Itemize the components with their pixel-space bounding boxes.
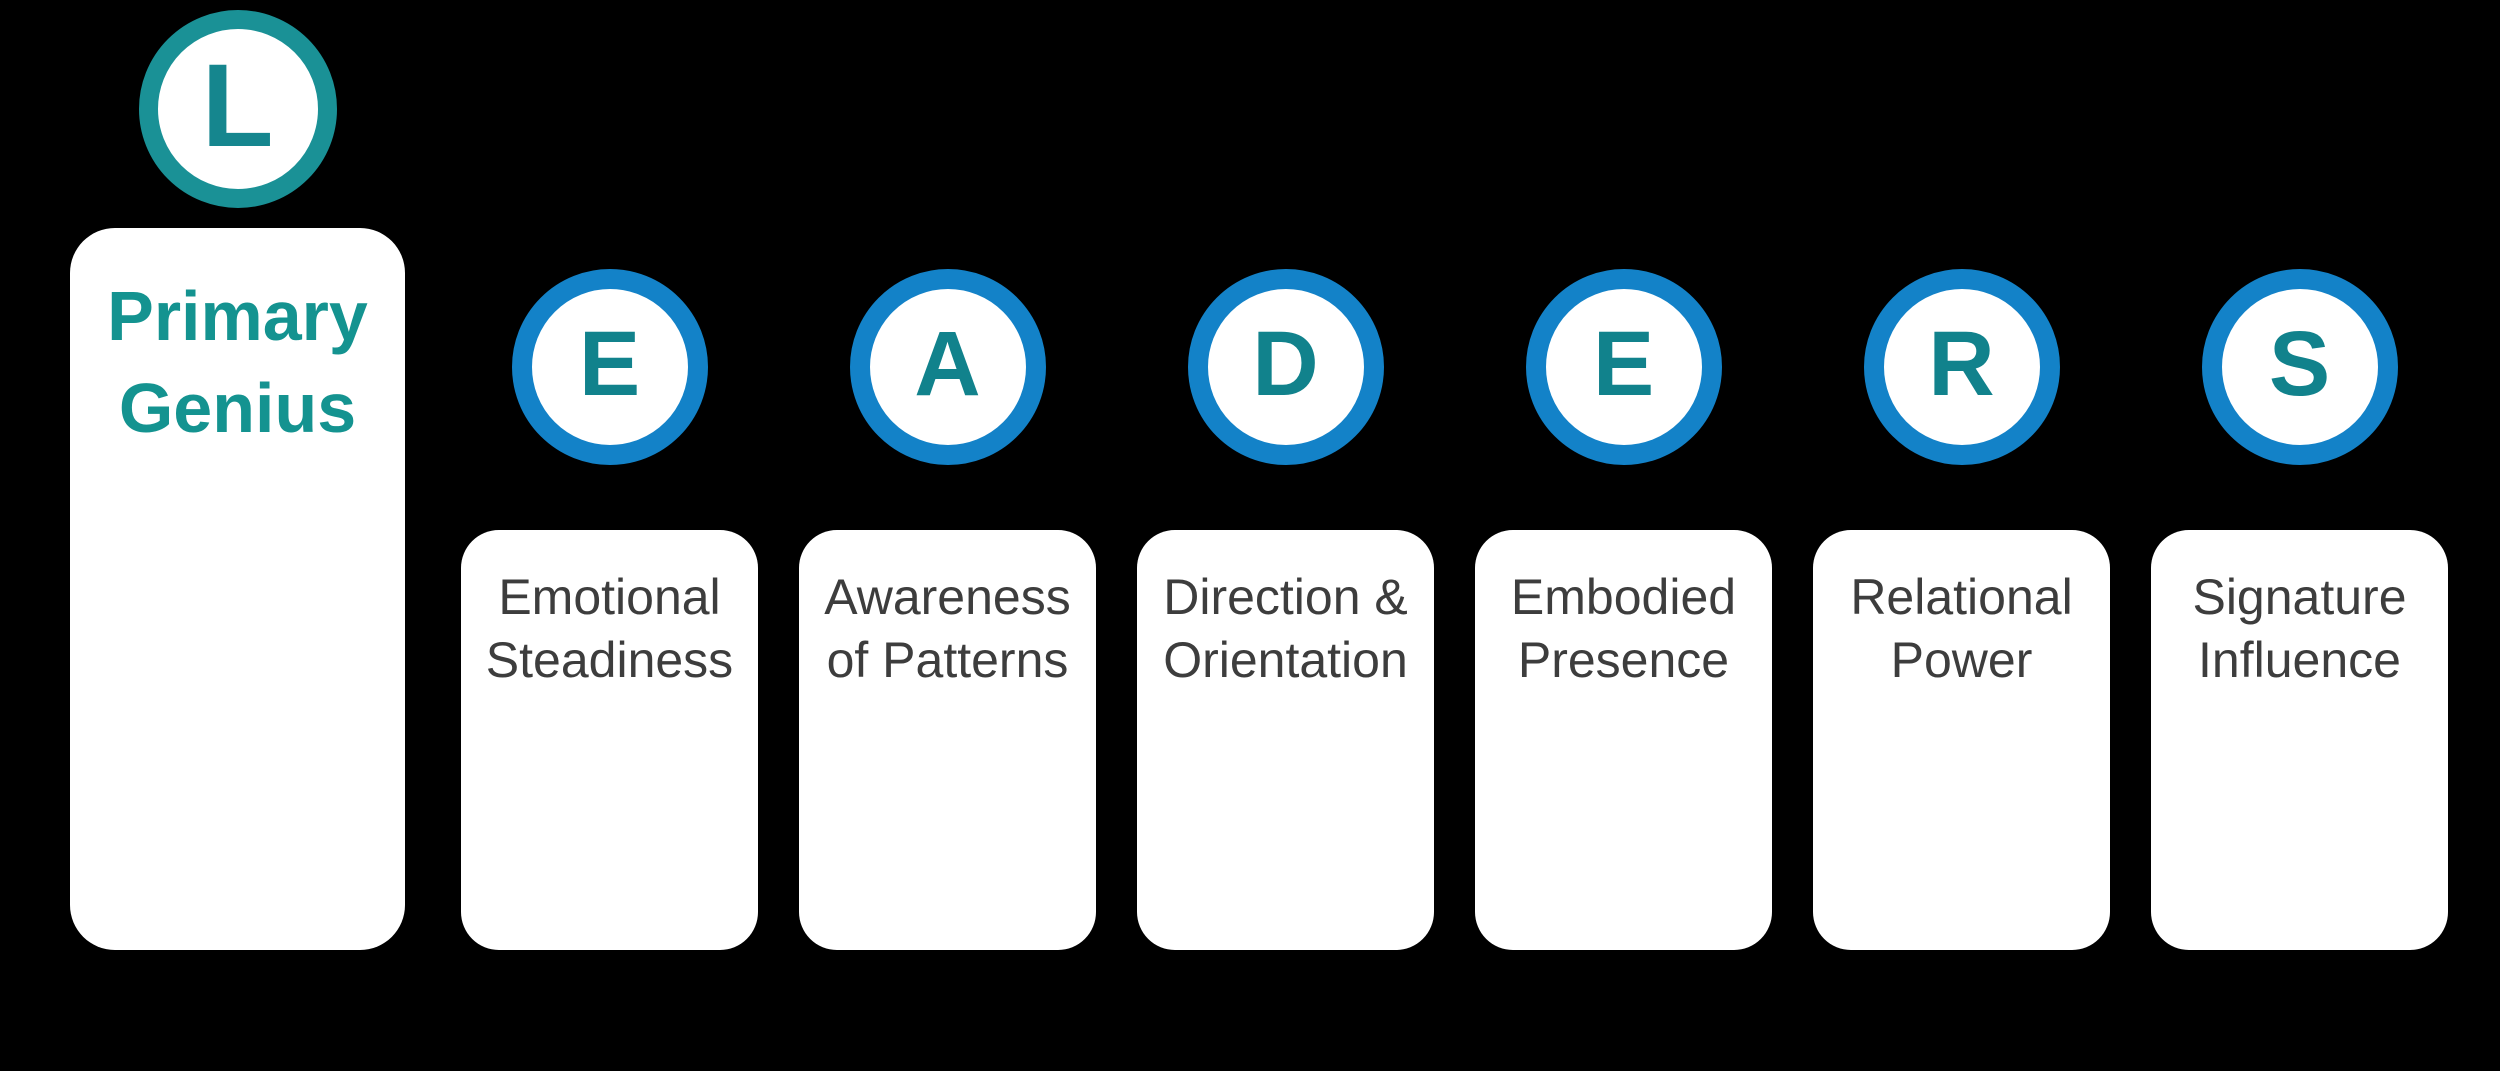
embodied-presence-card: Embodied Presence — [1475, 530, 1772, 950]
column-primary-genius: L Primary Genius — [70, 10, 405, 950]
column-embodied-presence: E Embodied Presence — [1475, 269, 1772, 950]
emotional-steadiness-card: Emotional Steadiness — [461, 530, 758, 950]
column-emotional-steadiness: E Emotional Steadiness — [461, 269, 758, 950]
primary-genius-card: Primary Genius — [70, 228, 405, 950]
card-label: Emotional Steadiness — [485, 569, 734, 688]
badge-letter-d: D — [1252, 313, 1319, 415]
card-label: Embodied Presence — [1510, 569, 1737, 688]
badge-letter-r: R — [1928, 313, 1995, 415]
letter-e-badge: E — [511, 269, 708, 465]
card-label: Signature Influence — [2192, 569, 2407, 688]
relational-power-card: Relational Power — [1813, 530, 2110, 950]
column-awareness-of-patterns: A Awareness of Patterns — [799, 269, 1096, 950]
direction-orientation-card: Direction & Orientation — [1137, 530, 1434, 950]
signature-influence-card: Signature Influence — [2151, 530, 2448, 950]
letter-r-badge: R — [1863, 269, 2060, 465]
column-relational-power: R Relational Power — [1813, 269, 2110, 950]
card-label: Direction & Orientation — [1163, 569, 1408, 688]
badge-letter-l: L — [201, 40, 274, 172]
column-direction-orientation: D Direction & Orientation — [1137, 269, 1434, 950]
letter-d-badge: D — [1187, 269, 1384, 465]
badge-letter-a: A — [914, 313, 981, 415]
column-signature-influence: S Signature Influence — [2151, 269, 2448, 950]
diagram-row: L Primary Genius E Emotional Steadiness … — [70, 10, 2448, 950]
primary-genius-label: Primary Genius — [107, 277, 368, 447]
badge-letter-e: E — [578, 313, 641, 415]
badge-letter-e2: E — [1592, 313, 1655, 415]
letter-a-badge: A — [849, 269, 1046, 465]
letter-e2-badge: E — [1525, 269, 1722, 465]
card-label: Awareness of Patterns — [824, 569, 1071, 688]
letter-l-badge: L — [138, 10, 337, 208]
awareness-of-patterns-card: Awareness of Patterns — [799, 530, 1096, 950]
card-label: Relational Power — [1850, 569, 2073, 688]
badge-letter-s: S — [2268, 313, 2331, 415]
letter-s-badge: S — [2201, 269, 2398, 465]
